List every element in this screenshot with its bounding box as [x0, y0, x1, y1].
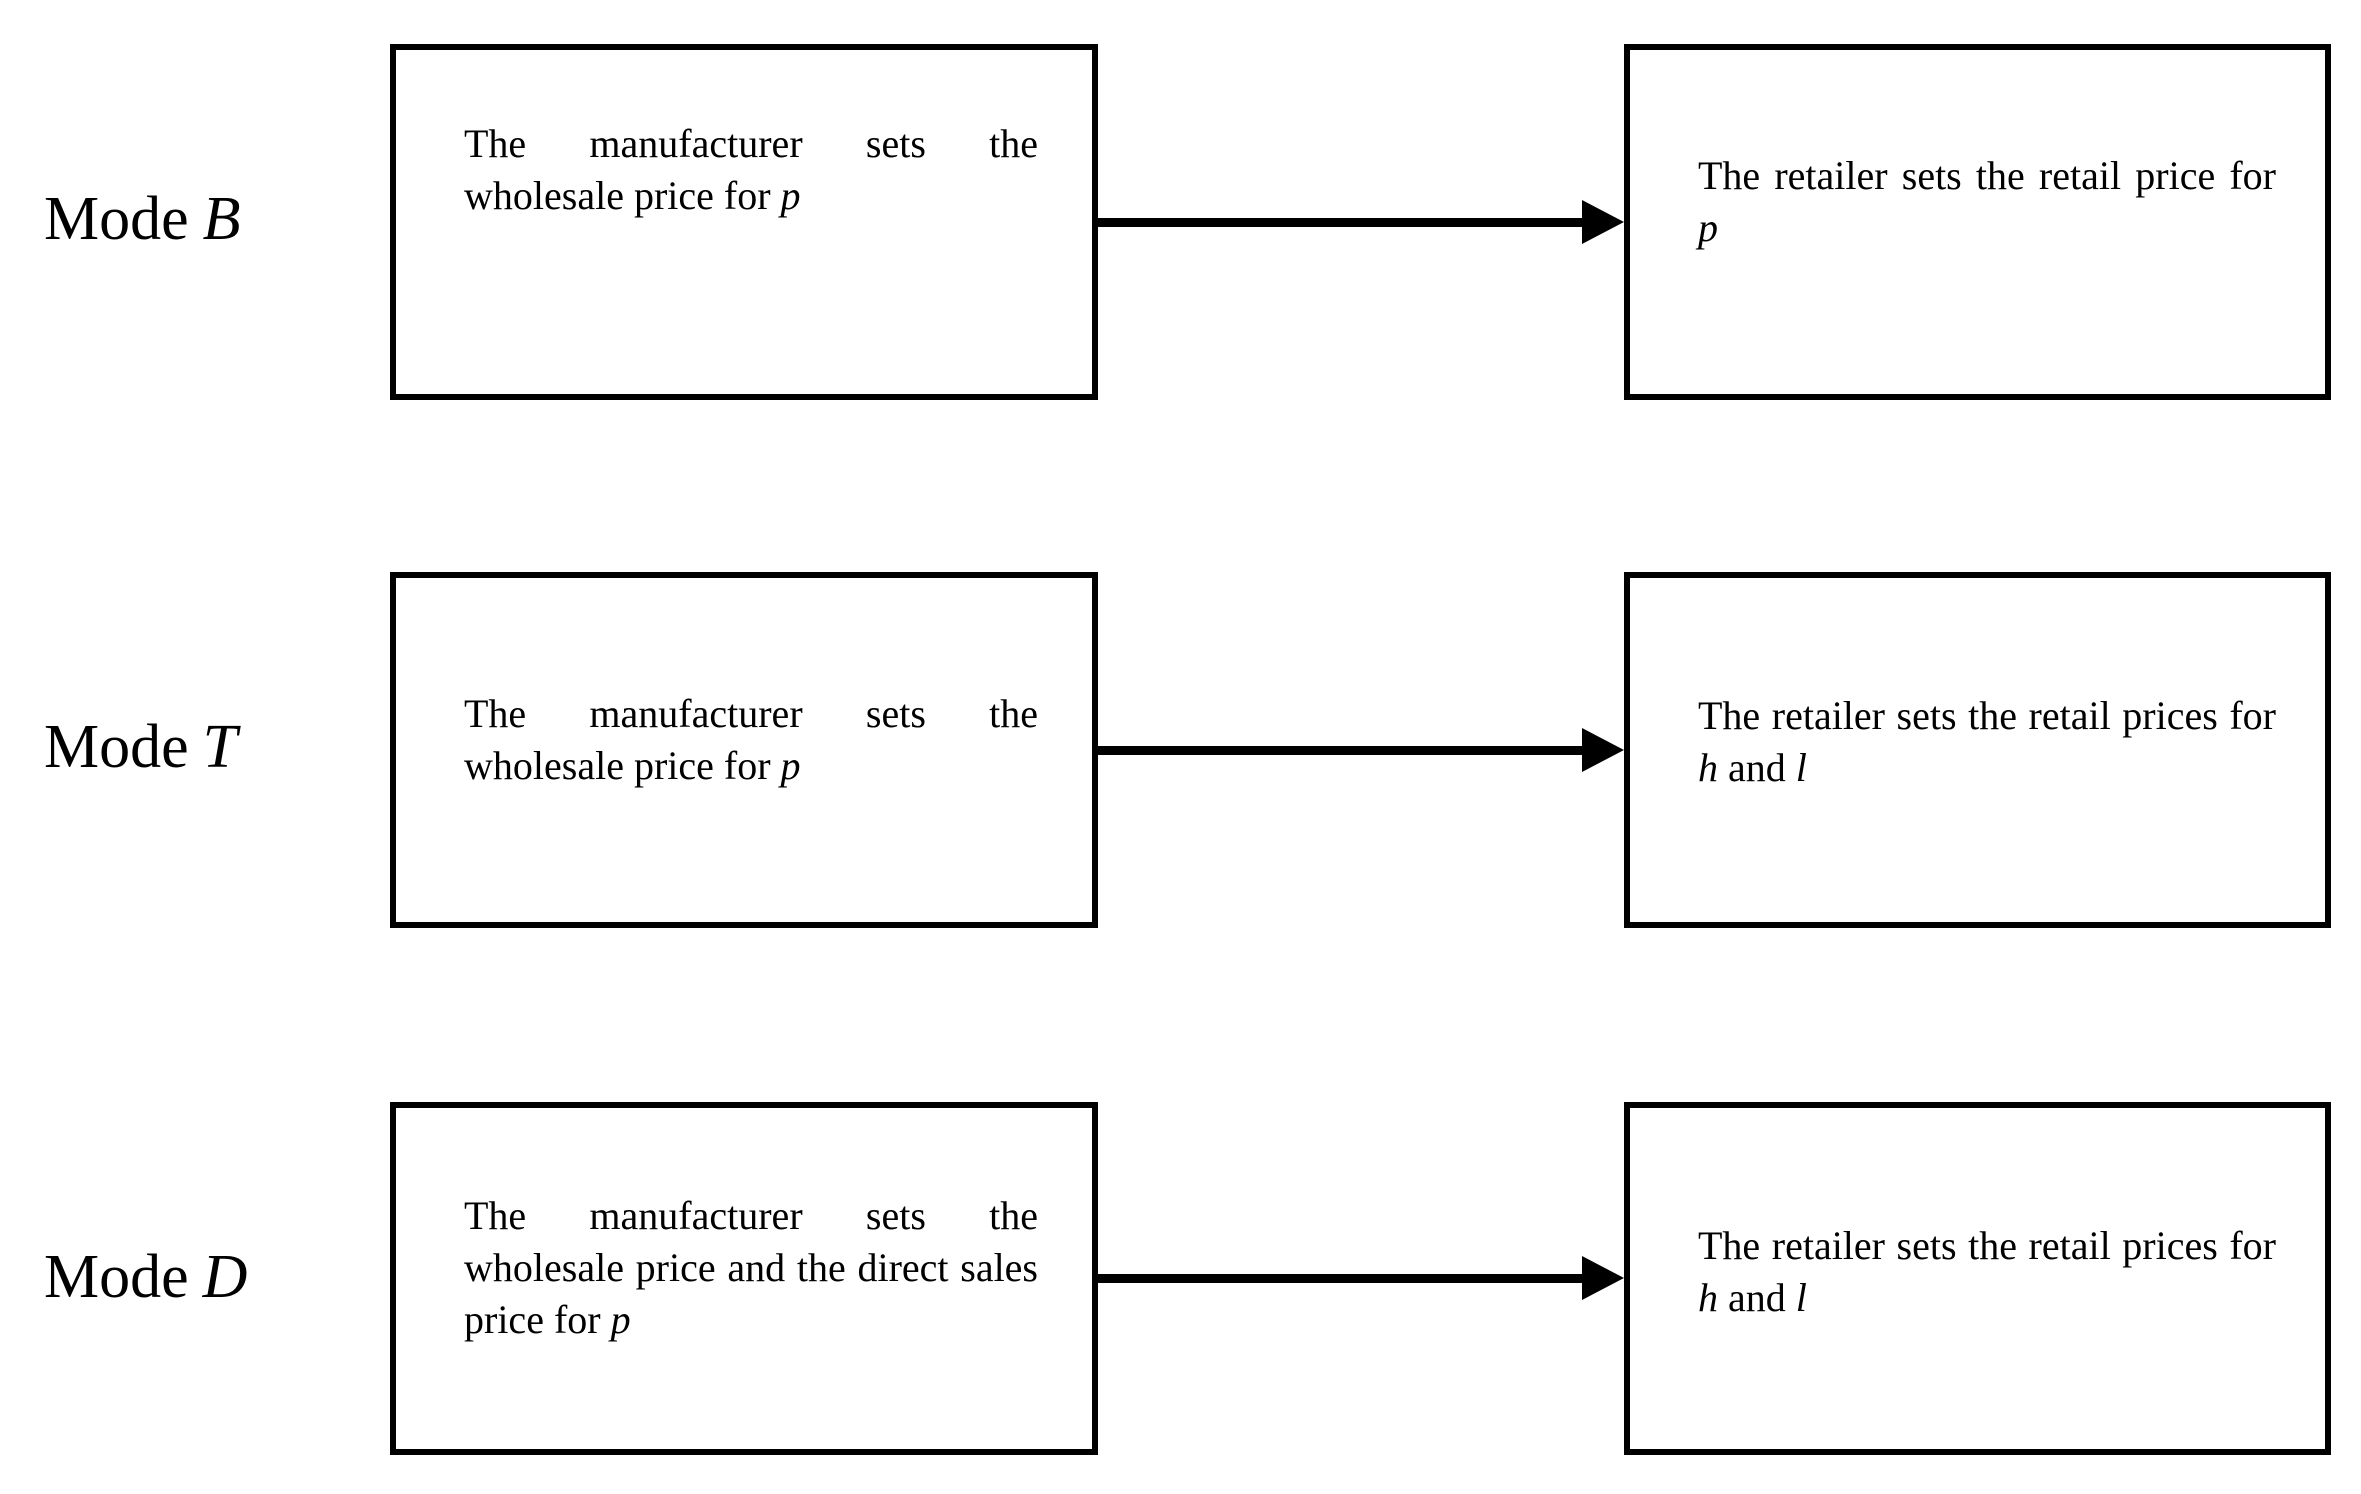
arrow-head-icon: [1582, 728, 1624, 772]
box-text-variable-p: p: [780, 743, 801, 788]
box-text-segment: The retailer sets the retail prices for: [1698, 693, 2276, 738]
retailer-box-mode-b: The retailer sets the retail price for p: [1624, 44, 2331, 400]
arrow-shaft: [1098, 1274, 1590, 1283]
retailer-box-mode-t: The retailer sets the retail prices for …: [1624, 572, 2331, 928]
mode-label-symbol: T: [202, 713, 238, 781]
box-text-variable-l: l: [1795, 1275, 1807, 1320]
arrow-head-icon: [1582, 200, 1624, 244]
flow-arrow-mode-d: [1098, 1256, 1624, 1300]
mode-label-word: Mode: [44, 713, 189, 781]
box-text-segment: The manufacturer sets the wholesale pric…: [464, 121, 1038, 218]
manufacturer-box-mode-d: The manufacturer sets the wholesale pric…: [390, 1102, 1098, 1455]
box-text-segment-and: and: [1718, 745, 1796, 790]
box-text-variable-p: p: [1698, 205, 1718, 250]
manufacturer-box-text-mode-t: The manufacturer sets the wholesale pric…: [464, 688, 1038, 792]
retailer-box-text-mode-t: The retailer sets the retail prices for …: [1698, 690, 2276, 794]
manufacturer-box-text-mode-d: The manufacturer sets the wholesale pric…: [464, 1190, 1038, 1346]
retailer-box-text-mode-b: The retailer sets the retail price for p: [1698, 150, 2276, 254]
arrow-shaft: [1098, 218, 1590, 227]
mode-label-symbol: B: [202, 185, 241, 253]
box-text-variable-h: h: [1698, 745, 1718, 790]
box-text-variable-p: p: [610, 1297, 631, 1342]
mode-label-word: Mode: [44, 185, 189, 253]
box-text-variable-l: l: [1795, 745, 1807, 790]
flow-arrow-mode-b: [1098, 200, 1624, 244]
arrow-head-icon: [1582, 1256, 1624, 1300]
box-text-segment: The manufacturer sets the wholesale pric…: [464, 691, 1038, 788]
box-text-variable-p: p: [780, 173, 801, 218]
box-text-segment: The retailer sets the retail prices for: [1698, 1223, 2276, 1268]
box-text-segment-and: and: [1718, 1275, 1796, 1320]
box-text-variable-h: h: [1698, 1275, 1718, 1320]
arrow-shaft: [1098, 746, 1590, 755]
retailer-box-mode-d: The retailer sets the retail prices for …: [1624, 1102, 2331, 1455]
mode-label-word: Mode: [44, 1243, 189, 1311]
box-text-segment: The manufacturer sets the wholesale pric…: [464, 1193, 1038, 1342]
manufacturer-box-mode-b: The manufacturer sets the wholesale pric…: [390, 44, 1098, 400]
mode-label-symbol: D: [202, 1243, 248, 1311]
manufacturer-box-mode-t: The manufacturer sets the wholesale pric…: [390, 572, 1098, 928]
flow-arrow-mode-t: [1098, 728, 1624, 772]
retailer-box-text-mode-d: The retailer sets the retail prices for …: [1698, 1220, 2276, 1324]
manufacturer-box-text-mode-b: The manufacturer sets the wholesale pric…: [464, 118, 1038, 222]
box-text-segment: The retailer sets the retail price for: [1698, 153, 2276, 198]
